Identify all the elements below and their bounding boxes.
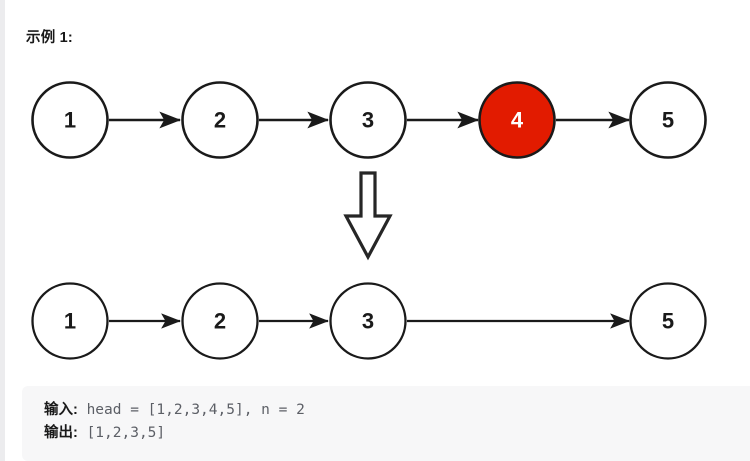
output-value: [1,2,3,5] — [77, 425, 166, 441]
page-title: 示例 1: — [26, 30, 73, 46]
node-after-1: 1 — [31, 282, 109, 360]
node-label: 3 — [362, 108, 374, 133]
output-line: 输出: [1,2,3,5] — [44, 422, 750, 445]
node-label: 5 — [662, 309, 674, 334]
node-before-3: 3 — [329, 81, 407, 159]
input-value: head = [1,2,3,4,5], n = 2 — [77, 402, 305, 418]
node-after-5: 5 — [629, 282, 707, 360]
node-after-3: 3 — [329, 282, 407, 360]
node-label: 1 — [64, 309, 76, 334]
node-label: 2 — [214, 108, 226, 133]
linked-list-row-before: 1 2 3 4 5 — [31, 81, 707, 159]
node-label: 2 — [214, 309, 226, 334]
output-label: 输出: — [44, 425, 78, 441]
left-gutter — [0, 0, 5, 461]
node-before-1: 1 — [31, 81, 109, 159]
node-after-2: 2 — [181, 282, 259, 360]
node-label: 4 — [511, 108, 524, 133]
node-label: 1 — [64, 108, 76, 133]
linked-list-row-after: 1 2 3 5 — [31, 282, 707, 360]
node-before-4-highlighted: 4 — [478, 81, 556, 159]
node-before-5: 5 — [629, 81, 707, 159]
input-label: 输入: — [44, 402, 78, 418]
example-io-block: 输入: head = [1,2,3,4,5], n = 2 输出: [1,2,3… — [22, 386, 750, 461]
transform-down-arrow-icon — [343, 171, 393, 261]
node-before-2: 2 — [181, 81, 259, 159]
node-label: 5 — [662, 108, 674, 133]
linked-list-diagram: 1 2 3 4 5 — [31, 81, 707, 360]
input-line: 输入: head = [1,2,3,4,5], n = 2 — [44, 399, 750, 422]
node-label: 3 — [362, 309, 374, 334]
